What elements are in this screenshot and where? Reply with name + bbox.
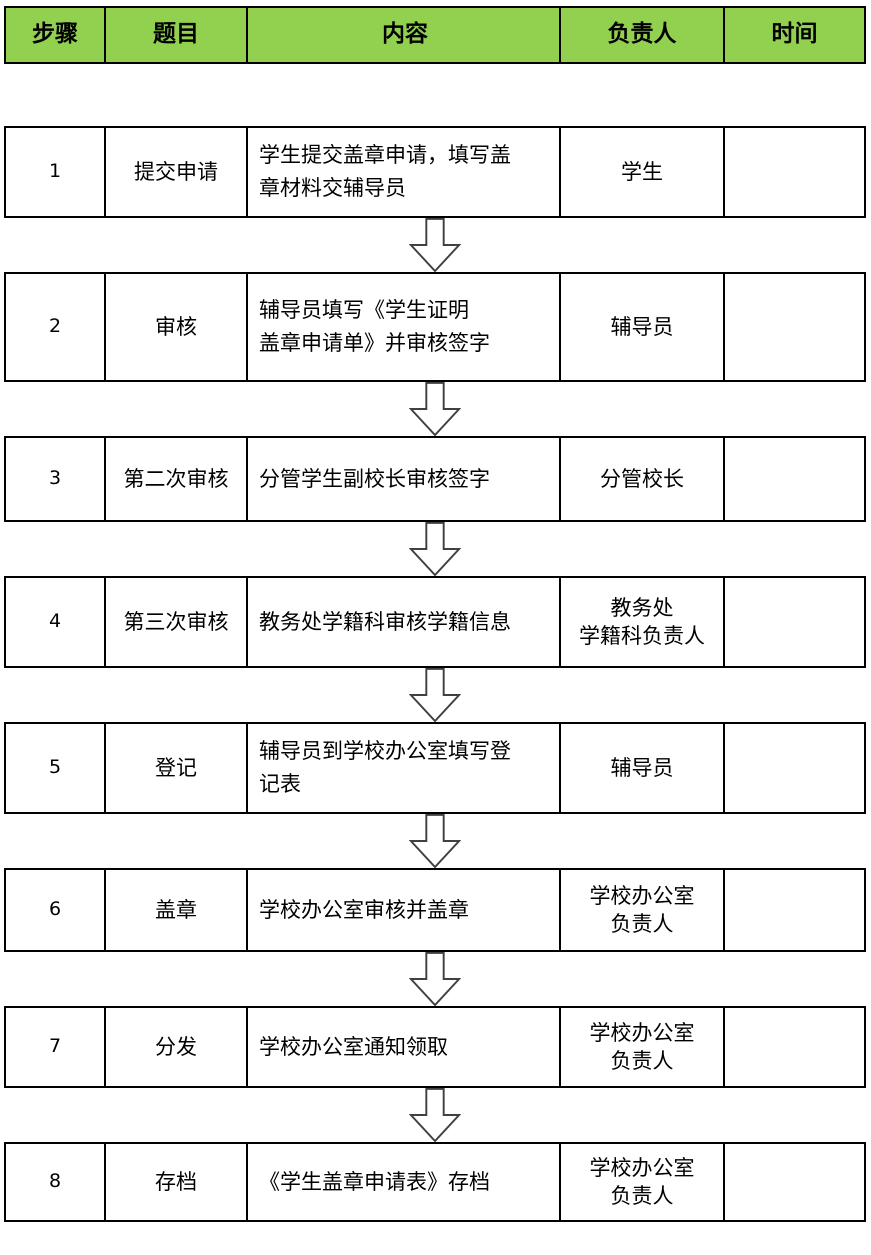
table-row-2: 2 审核 辅导员填写《学生证明 盖章申请单》并审核签字 辅导员 xyxy=(4,272,866,382)
arrow-zone xyxy=(4,814,866,868)
table-row-4: 4 第三次审核 教务处学籍科审核学籍信息 教务处 学籍科负责人 xyxy=(4,576,866,668)
header-gap xyxy=(0,64,871,126)
content-cell: 教务处学籍科审核学籍信息 xyxy=(246,578,559,666)
time-cell xyxy=(723,870,864,950)
step-cell: 1 xyxy=(48,160,62,183)
down-arrow-icon xyxy=(409,668,461,722)
step-cell: 7 xyxy=(48,1035,62,1058)
down-arrow-icon xyxy=(409,1088,461,1142)
header-cell-title: 题目 xyxy=(104,8,246,62)
header-cell-content: 内容 xyxy=(246,8,559,62)
arrow-zone xyxy=(4,522,866,576)
title-cell: 登记 xyxy=(104,724,246,812)
owner-cell: 学校办公室 负责人 xyxy=(559,1008,723,1086)
time-cell xyxy=(723,1008,864,1086)
table-row-7: 7 分发 学校办公室通知领取 学校办公室 负责人 xyxy=(4,1006,866,1088)
content-cell: 学校办公室审核并盖章 xyxy=(246,870,559,950)
content-cell: 学校办公室通知领取 xyxy=(246,1008,559,1086)
step-cell: 6 xyxy=(48,898,62,921)
table-row-8: 8 存档 《学生盖章申请表》存档 学校办公室 负责人 xyxy=(4,1142,866,1222)
table-header-row: 步骤 题目 内容 负责人 时间 xyxy=(4,6,866,64)
down-arrow-icon xyxy=(409,218,461,272)
table-row-1: 1 提交申请 学生提交盖章申请，填写盖 章材料交辅导员 学生 xyxy=(4,126,866,218)
header-cell-time: 时间 xyxy=(723,8,864,62)
step-cell: 5 xyxy=(48,756,62,779)
title-cell: 第二次审核 xyxy=(104,438,246,520)
table-row-3: 3 第二次审核 分管学生副校长审核签字 分管校长 xyxy=(4,436,866,522)
owner-cell: 学校办公室 负责人 xyxy=(559,1144,723,1220)
title-cell: 存档 xyxy=(104,1144,246,1220)
arrow-zone xyxy=(4,1088,866,1142)
time-cell xyxy=(723,1144,864,1220)
arrow-zone xyxy=(4,952,866,1006)
down-arrow-icon xyxy=(409,522,461,576)
step-cell: 2 xyxy=(48,315,62,338)
arrow-zone xyxy=(4,382,866,436)
owner-cell: 分管校长 xyxy=(559,438,723,520)
down-arrow-icon xyxy=(409,952,461,1006)
time-cell xyxy=(723,274,864,380)
time-cell xyxy=(723,578,864,666)
step-cell: 8 xyxy=(48,1170,62,1193)
time-cell xyxy=(723,724,864,812)
owner-cell: 教务处 学籍科负责人 xyxy=(559,578,723,666)
title-cell: 盖章 xyxy=(104,870,246,950)
down-arrow-icon xyxy=(409,814,461,868)
content-cell: 辅导员填写《学生证明 盖章申请单》并审核签字 xyxy=(246,274,559,380)
title-cell: 第三次审核 xyxy=(104,578,246,666)
title-cell: 审核 xyxy=(104,274,246,380)
owner-cell: 学生 xyxy=(559,128,723,216)
down-arrow-icon xyxy=(409,382,461,436)
arrow-zone xyxy=(4,668,866,722)
header-cell-owner: 负责人 xyxy=(559,8,723,62)
arrow-zone xyxy=(4,218,866,272)
time-cell xyxy=(723,128,864,216)
time-cell xyxy=(723,438,864,520)
owner-cell: 辅导员 xyxy=(559,724,723,812)
step-cell: 3 xyxy=(48,467,62,490)
owner-cell: 学校办公室 负责人 xyxy=(559,870,723,950)
header-cell-step: 步骤 xyxy=(32,21,78,48)
content-cell: 《学生盖章申请表》存档 xyxy=(246,1144,559,1220)
content-cell: 学生提交盖章申请，填写盖 章材料交辅导员 xyxy=(246,128,559,216)
table-row-6: 6 盖章 学校办公室审核并盖章 学校办公室 负责人 xyxy=(4,868,866,952)
title-cell: 分发 xyxy=(104,1008,246,1086)
content-cell: 辅导员到学校办公室填写登 记表 xyxy=(246,724,559,812)
step-cell: 4 xyxy=(48,610,62,633)
table-row-5: 5 登记 辅导员到学校办公室填写登 记表 辅导员 xyxy=(4,722,866,814)
content-cell: 分管学生副校长审核签字 xyxy=(246,438,559,520)
owner-cell: 辅导员 xyxy=(559,274,723,380)
title-cell: 提交申请 xyxy=(104,128,246,216)
